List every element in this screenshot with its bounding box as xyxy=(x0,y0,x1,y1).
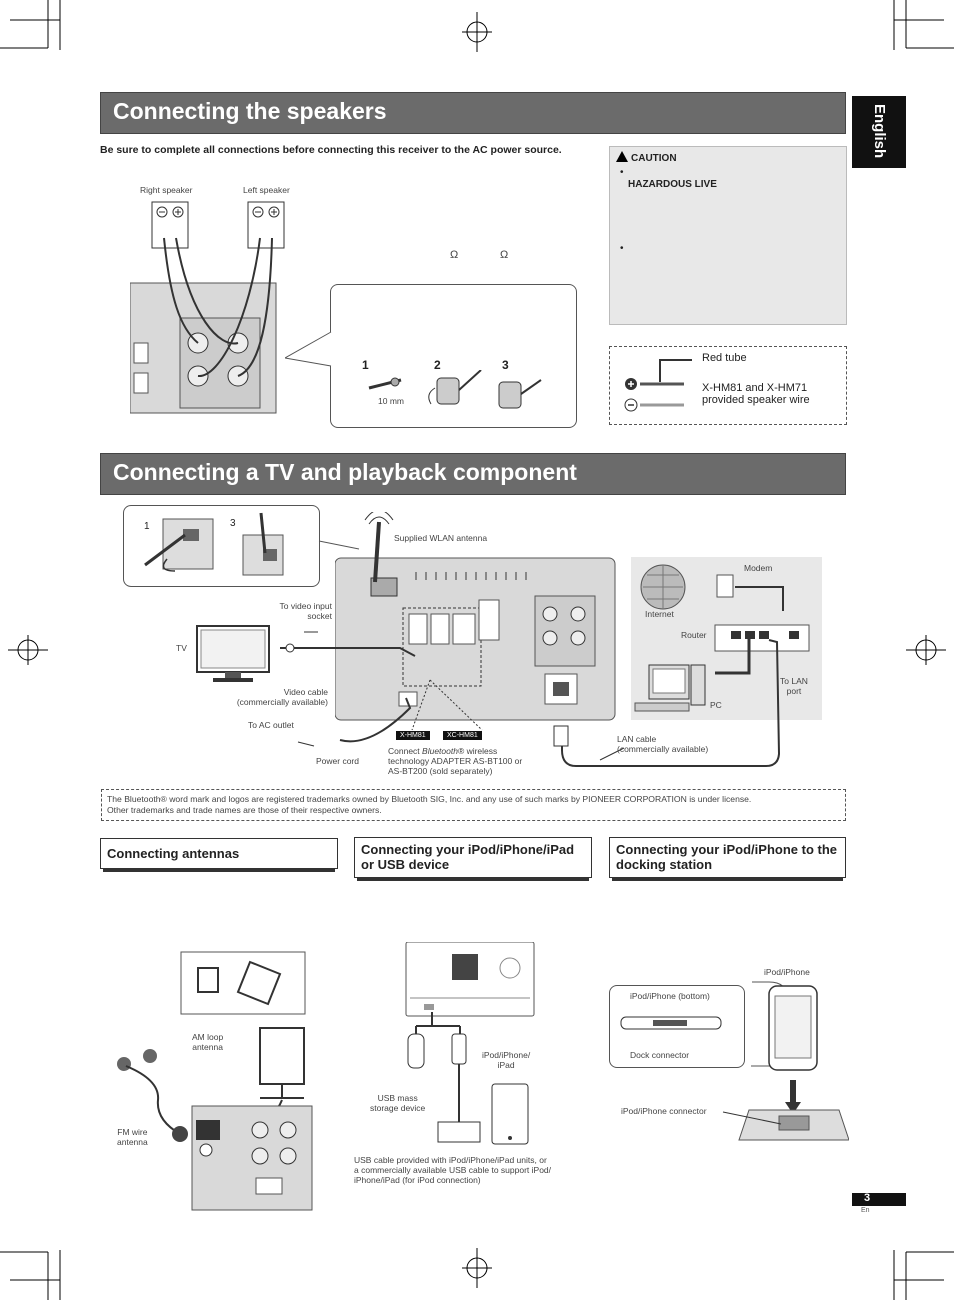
right-speaker-label: Right speaker xyxy=(140,185,193,195)
strip-length: 10 mm xyxy=(378,396,404,406)
wlan-antenna-callout xyxy=(123,505,320,587)
section-title: Connecting the speakers xyxy=(113,98,387,124)
ipod-iphone-ipad-label: iPod/iPhone/ iPad xyxy=(482,1050,531,1070)
ipod-bottom-label: iPod/iPhone (bottom) xyxy=(630,991,710,1001)
ohm-symbol-2: Ω xyxy=(500,249,509,261)
caution-bullet-1: • xyxy=(620,167,624,178)
power-cord-label: Power cord xyxy=(316,756,359,766)
model-tag-xc-hm81: XC-HM81 xyxy=(443,731,482,740)
antenna-step-3: 3 xyxy=(230,518,236,529)
video-cable-label: Video cable (commercially available) xyxy=(236,687,328,707)
section-header-tv: Connecting a TV and playback component xyxy=(100,453,846,495)
antenna-step-1: 1 xyxy=(144,521,150,532)
speakers-intro: Be sure to complete all connections befo… xyxy=(100,144,562,156)
wlan-antenna-label: Supplied WLAN antenna xyxy=(394,533,488,543)
ipod-iphone-label: iPod/iPhone xyxy=(764,967,810,977)
hazard-label: HAZARDOUS LIVE xyxy=(628,179,717,190)
language-tab: English xyxy=(852,96,906,168)
subsection-antennas: Connecting antennas xyxy=(100,838,338,872)
left-speaker-label: Left speaker xyxy=(243,185,290,195)
provided-wire-label: X-HM81 and X-HM71 provided speaker wire xyxy=(702,382,810,406)
ac-outlet-label: To AC outlet xyxy=(248,720,294,730)
internet-label: Internet xyxy=(645,609,674,619)
cables-illustration xyxy=(280,631,416,747)
callout-pointer xyxy=(285,331,332,367)
red-tube-label: Red tube xyxy=(702,352,747,364)
subsection-docking: Connecting your iPod/iPhone to the docki… xyxy=(609,837,846,881)
speaker-wire-box xyxy=(609,346,847,425)
step-3: 3 xyxy=(502,358,509,372)
warning-icon xyxy=(616,151,628,162)
bluetooth-adapter-guide xyxy=(411,679,483,731)
video-input-label: To video input socket xyxy=(279,601,332,621)
ipod-usb-illustration xyxy=(405,942,535,1145)
page-number-bar: 3 xyxy=(852,1192,906,1206)
fm-wire-label: FM wire antenna xyxy=(117,1127,148,1147)
lan-cable-label: LAN cable (commercially available) xyxy=(617,734,709,754)
to-lan-port-label: To LAN port xyxy=(780,676,808,696)
receiver-rear-panel xyxy=(335,512,616,721)
ipod-connector-label: iPod/iPhone connector xyxy=(621,1106,707,1116)
modem-label: Modem xyxy=(744,563,773,573)
page-number: 3 xyxy=(864,1192,871,1204)
caution-title: CAUTION xyxy=(616,151,677,164)
language-code: En xyxy=(861,1207,870,1214)
antenna-steps-illustration xyxy=(144,512,360,576)
trademark-notice: The Bluetooth® word mark and logos are r… xyxy=(101,789,846,821)
tv-illustration xyxy=(196,625,270,682)
lan-cable-illustration xyxy=(553,639,781,767)
antennas-illustration xyxy=(117,951,313,1211)
subsection-ipod-usb: Connecting your iPod/iPhone/iPad or USB … xyxy=(354,837,592,881)
pc-label: PC xyxy=(710,700,722,710)
ipod-bottom-callout xyxy=(609,985,745,1068)
caution-bullet-2: • xyxy=(620,243,624,254)
docking-illustration xyxy=(620,981,849,1141)
tv-label: TV xyxy=(176,643,187,653)
step-2: 2 xyxy=(434,358,441,372)
dock-connector-label: Dock connector xyxy=(630,1050,690,1060)
speaker-wiring-diagram xyxy=(130,201,285,414)
section-header-speakers: Connecting the speakers xyxy=(100,92,846,134)
model-tag-x-hm81: X-HM81 xyxy=(396,731,430,740)
bluetooth-adapter-label: Connect Bluetooth® wireless technology A… xyxy=(388,746,523,776)
caution-box: CAUTION • HAZARDOUS LIVE • xyxy=(609,146,847,325)
speaker-wire-illustration xyxy=(624,359,692,412)
network-illustration xyxy=(634,564,810,712)
usb-storage-label: USB mass storage device xyxy=(370,1093,426,1113)
section-title: Connecting a TV and playback component xyxy=(113,459,577,485)
ohm-symbol-1: Ω xyxy=(450,249,459,261)
router-label: Router xyxy=(681,630,707,640)
am-loop-label: AM loop antenna xyxy=(192,1032,224,1052)
step-1: 1 xyxy=(362,358,369,372)
usb-cable-note: USB cable provided with iPod/iPhone/iPad… xyxy=(354,1155,552,1185)
wire-prep-steps-illustration xyxy=(368,370,542,409)
